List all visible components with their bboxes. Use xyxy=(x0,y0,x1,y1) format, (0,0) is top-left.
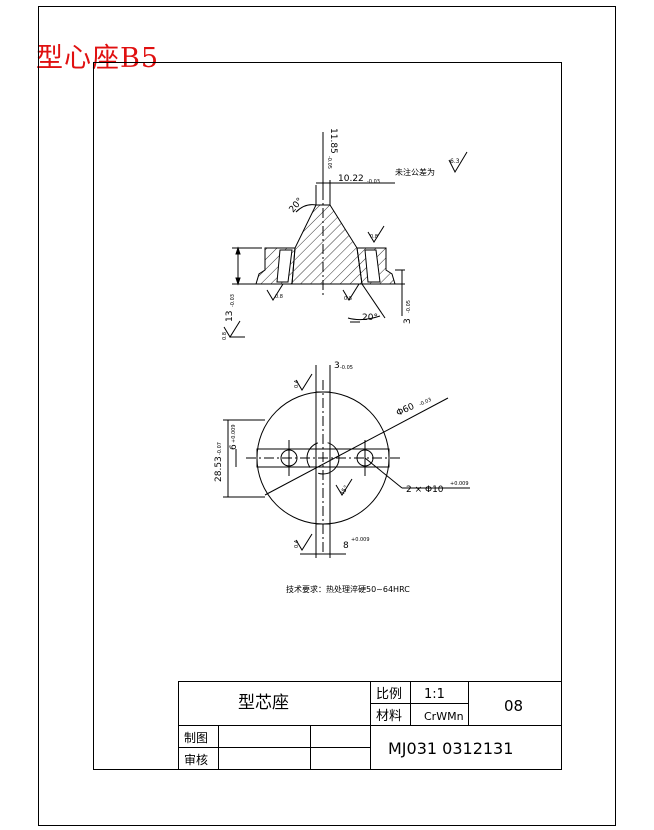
roughness-symbol xyxy=(266,283,284,301)
roughness-symbol xyxy=(448,151,468,174)
material-label: 材料 xyxy=(376,709,402,724)
roughness-r1: 0.8 xyxy=(275,294,283,300)
dim-top-height: 11.85 xyxy=(328,128,338,154)
tech-requirement: 技术要求：热处理淬硬50~64HRC xyxy=(286,584,410,594)
dim-top-width: 10.22 xyxy=(338,174,364,184)
title-block-text: 型芯座 比例 1:1 材料 CrWMn 08 制图 审核 MJ031 03121… xyxy=(184,687,523,767)
part-name: 型芯座 xyxy=(238,693,289,713)
checked-label: 审核 xyxy=(184,752,208,767)
dim-outer-diameter-tol: -0.03 xyxy=(418,397,432,408)
untoleranced-note: 未注公差为 xyxy=(395,167,435,177)
front-view xyxy=(223,132,468,338)
roughness-symbol xyxy=(335,478,353,496)
scale-value: 1:1 xyxy=(424,687,445,702)
drawing-number: MJ031 0312131 xyxy=(388,739,513,758)
dim-base-height-tol: -0.03 xyxy=(230,294,236,307)
front-view-labels: 11.85 -0.05 10.22 -0.03 未注公差为 6.3 20° 20… xyxy=(222,128,460,340)
diameter-leader xyxy=(264,397,449,496)
cone-section xyxy=(291,204,363,285)
title-block xyxy=(178,681,562,770)
roughness-r2: 0.8 xyxy=(344,296,352,302)
dim-flange-height-tol: -0.05 xyxy=(406,300,412,313)
right-bore xyxy=(364,249,381,283)
dim-slot-bottom: 8 xyxy=(343,541,349,551)
sheet-number: 08 xyxy=(504,697,523,715)
roughness-r4: 0.8 xyxy=(222,332,228,340)
roughness-r6: 0.4 xyxy=(294,540,300,548)
angle-left: 20° xyxy=(288,196,306,215)
roughness-r3: 0.8 xyxy=(370,234,378,240)
leader-line xyxy=(361,283,386,319)
drawn-label: 制图 xyxy=(184,731,208,745)
left-bore xyxy=(276,249,293,283)
dim-top-height-tol: -0.05 xyxy=(326,156,332,169)
angle-right: 20° xyxy=(362,313,378,323)
dim-overall-offset-tol: -0.07 xyxy=(217,442,223,455)
roughness-symbol xyxy=(295,373,313,391)
roughness-r5: 0.4 xyxy=(294,380,300,388)
scale-label: 比例 xyxy=(376,687,402,702)
dim-base-height: 13 xyxy=(225,311,235,322)
dim-flange-height: 3 xyxy=(403,318,413,324)
top-view xyxy=(223,365,470,558)
roughness-symbol xyxy=(295,533,313,551)
angle-small: 45° xyxy=(339,484,350,497)
dim-center-offset: 6 xyxy=(229,444,239,450)
dim-top-width-tol: -0.03 xyxy=(367,179,380,185)
dim-center-offset-tol: +0.009 xyxy=(231,424,237,443)
angle-arc xyxy=(295,204,317,213)
hole-leader xyxy=(364,457,403,489)
dim-arrow xyxy=(235,246,241,286)
dim-hole-spec: 2 × Φ10 xyxy=(406,485,444,495)
dim-overall-offset: 28.53 xyxy=(214,456,224,482)
dim-slot-top-tol: -0.05 xyxy=(340,365,353,371)
sheet-heading: 型心座B5 xyxy=(36,43,160,74)
angle-arc xyxy=(347,315,381,321)
roughness-symbol xyxy=(367,225,385,243)
outer-border xyxy=(38,6,616,826)
dim-slot-bottom-tol: +0.009 xyxy=(351,537,370,543)
dim-hole-spec-tol: +0.009 xyxy=(450,481,469,487)
dim-slot-top: 3 xyxy=(334,361,340,371)
untoleranced-roughness: 6.3 xyxy=(450,158,460,165)
roughness-symbol xyxy=(342,283,360,301)
material-value: CrWMn xyxy=(424,710,464,723)
top-view-labels: 3 -0.05 Φ60 -0.03 6 +0.009 28.53 -0.07 2… xyxy=(214,361,469,551)
